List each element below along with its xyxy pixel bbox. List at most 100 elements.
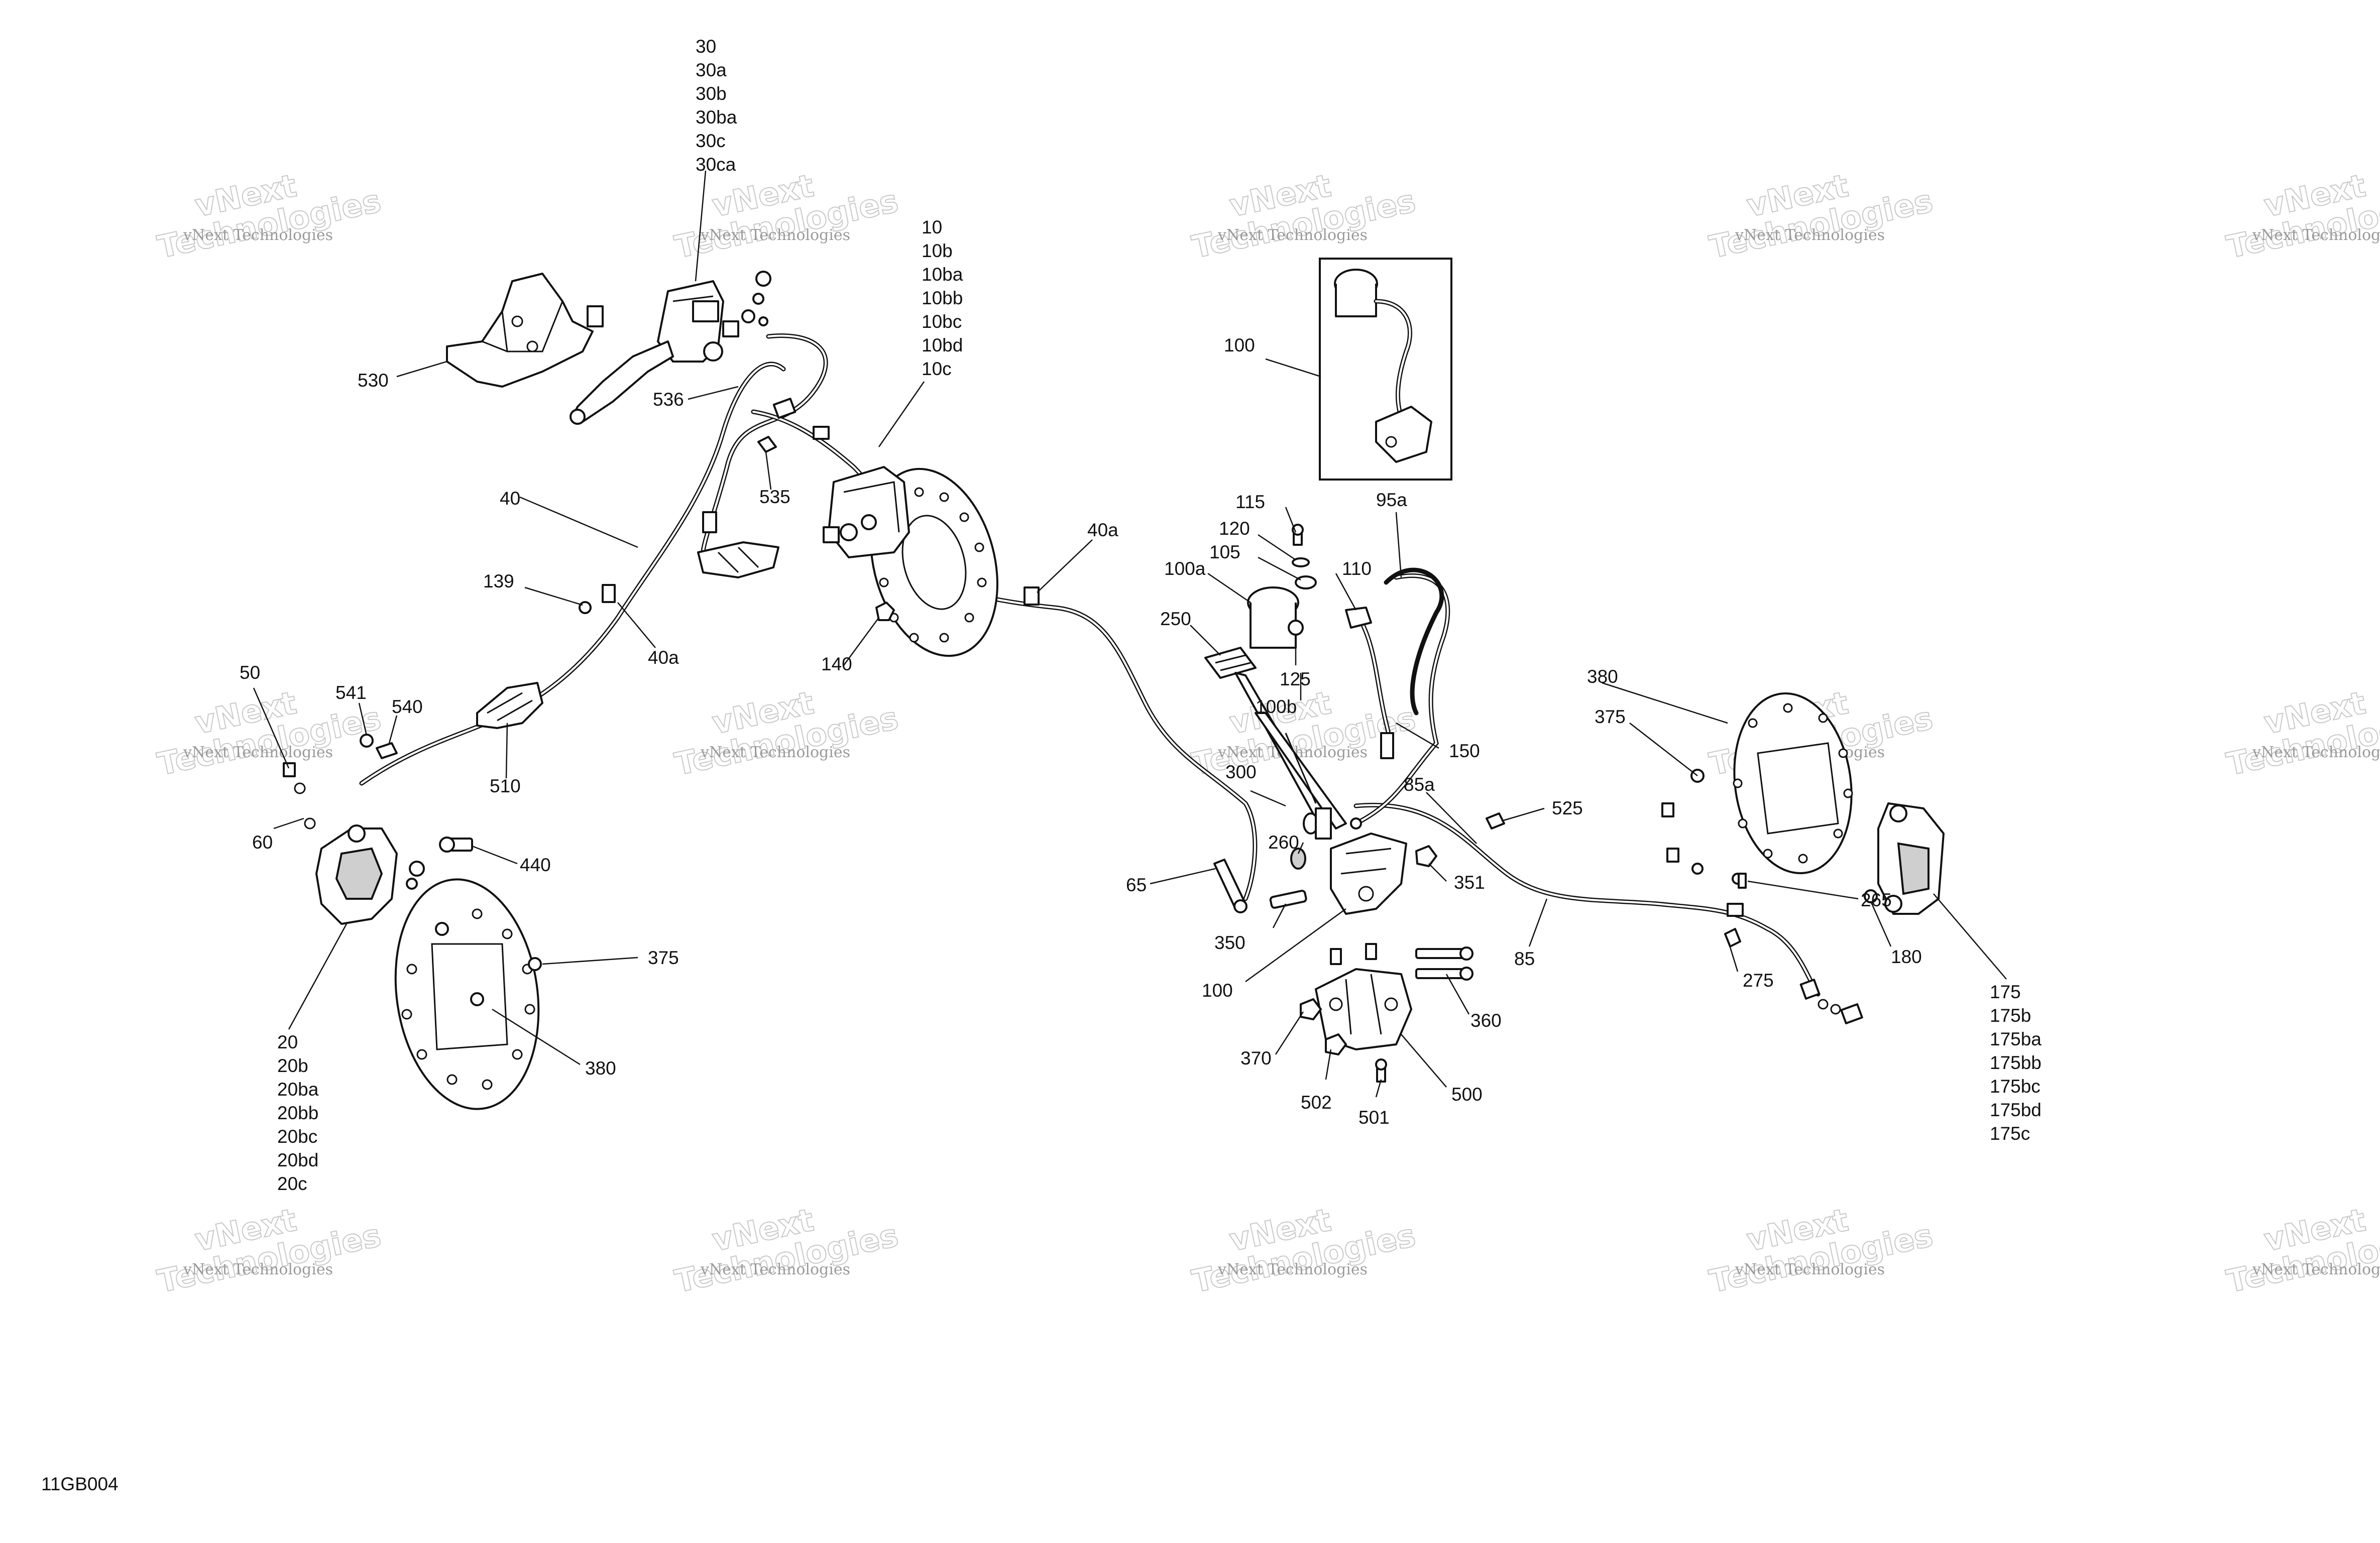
label-501: 501 (1358, 1107, 1390, 1128)
watermark-text: vNext Technologies (183, 744, 333, 761)
label-360: 360 (1470, 1010, 1502, 1031)
svg-text:175bb: 175bb (1990, 1052, 2042, 1073)
svg-text:175bd: 175bd (1990, 1100, 2042, 1120)
watermark-text: vNext Technologies (1217, 226, 1368, 244)
label-100-top: 100 (1224, 335, 1255, 355)
svg-text:30ca: 30ca (696, 154, 736, 175)
rear-brake-disc-380 (1733, 692, 1853, 874)
svg-text:30: 30 (696, 36, 716, 57)
label-95a: 95a (1376, 490, 1407, 510)
watermark-text: vNext Technologies (1735, 226, 1885, 244)
small-hardware-rear (1661, 802, 1744, 885)
bolt-440 (439, 837, 473, 853)
label-40a-mid: 40a (1087, 520, 1118, 540)
label-115: 115 (1235, 492, 1265, 512)
label-275: 275 (1743, 970, 1774, 991)
clip-540 (376, 742, 398, 759)
washer-120 (1292, 557, 1310, 567)
watermark-text: vNext Technologies (1735, 1261, 1885, 1278)
label-502: 502 (1301, 1092, 1332, 1113)
svg-text:10bc: 10bc (922, 311, 962, 332)
watermark-text: vNext Technologies (700, 1261, 850, 1278)
svg-text:175c: 175c (1990, 1123, 2030, 1144)
callout-30: 30 30a 30b 30ba 30c 30ca (696, 36, 737, 175)
watermark: vNext Technologies (2223, 1201, 2380, 1300)
svg-text:175: 175 (1990, 982, 2021, 1002)
spring-260 (1290, 848, 1306, 870)
label-100b: 100b (1256, 696, 1297, 717)
watermark: vNext Technologies (1706, 167, 1936, 266)
label-535: 535 (759, 487, 790, 507)
leader-lines (253, 170, 2007, 1098)
svg-text:30b: 30b (696, 83, 727, 104)
svg-text:30ba: 30ba (696, 107, 737, 128)
rear-master-cylinder-100 (1315, 807, 1407, 915)
front-left-caliper-20 (315, 824, 425, 925)
watermark-text: vNext Technologies (2252, 1261, 2380, 1278)
callout-20: 20 20b 20ba 20bb 20bc 20bd 20c (277, 1032, 319, 1194)
watermark-text: vNext Technologies (1217, 1261, 1368, 1278)
svg-text:10c: 10c (922, 359, 952, 379)
pedal-250 (1204, 647, 1347, 829)
label-100a: 100a (1164, 558, 1206, 579)
fitting-65 (1213, 859, 1248, 913)
label-120: 120 (1219, 518, 1250, 539)
svg-text:20b: 20b (277, 1055, 308, 1076)
label-139: 139 (483, 571, 514, 591)
label-180: 180 (1891, 946, 1922, 967)
label-40a-left: 40a (648, 647, 679, 668)
label-500: 500 (1451, 1084, 1483, 1105)
label-380-left: 380 (585, 1058, 616, 1079)
svg-text:20bc: 20bc (277, 1126, 317, 1147)
nut-541 (360, 734, 374, 748)
label-510: 510 (490, 776, 521, 796)
svg-text:30c: 30c (696, 131, 726, 151)
watermark: vNext Technologies (1188, 167, 1419, 266)
watermark: vNext Technologies (1706, 1201, 1936, 1300)
bolt-139 (579, 601, 592, 614)
bolt-265 (1738, 873, 1747, 889)
watermark-text: vNext Technologies (700, 226, 850, 244)
master-cylinder-30 (570, 271, 771, 425)
watermark: vNext Technologies (2223, 167, 2380, 266)
label-440: 440 (520, 855, 551, 875)
rear-caliper-175 (1877, 802, 1945, 915)
bolt-501 (1375, 1058, 1387, 1083)
label-375-left: 375 (648, 947, 679, 968)
watermark-text: vNext Technologies (2252, 226, 2380, 244)
watermark: vNext Technologies (2223, 684, 2380, 783)
label-351: 351 (1454, 872, 1485, 893)
label-380-right: 380 (1587, 666, 1618, 687)
svg-text:20ba: 20ba (277, 1079, 319, 1100)
label-150: 150 (1449, 741, 1480, 761)
svg-text:10: 10 (922, 217, 942, 238)
watermark: vNext Technologies (671, 1201, 901, 1300)
watermark: vNext Technologies (671, 684, 901, 783)
rear-fittings (1799, 979, 1863, 1024)
diagram-code: 11GB004 (41, 1474, 119, 1494)
label-60: 60 (252, 832, 273, 853)
label-260: 260 (1268, 832, 1299, 853)
label-85: 85 (1514, 948, 1535, 969)
watermark: vNext Technologies (1188, 1201, 1419, 1300)
bolt-375-left (528, 957, 542, 971)
svg-text:175bc: 175bc (1990, 1076, 2041, 1097)
label-105: 105 (1209, 542, 1240, 562)
bracket-530 (446, 273, 604, 388)
watermark-text: vNext Technologies (183, 226, 333, 244)
label-110: 110 (1342, 558, 1372, 579)
label-140: 140 (821, 654, 852, 674)
label-265: 265 (1861, 890, 1892, 910)
label-40: 40 (500, 488, 520, 509)
front-left-brake-disc-380 (394, 878, 540, 1110)
rear-reservoir-100a (1247, 586, 1304, 649)
label-350: 350 (1214, 932, 1245, 953)
label-65: 65 (1126, 875, 1147, 895)
clamp-110 (1345, 607, 1372, 629)
label-536: 536 (653, 389, 684, 410)
svg-text:20c: 20c (277, 1173, 307, 1194)
label-250: 250 (1160, 609, 1191, 629)
label-125: 125 (1280, 669, 1311, 689)
svg-text:10bb: 10bb (922, 288, 963, 308)
